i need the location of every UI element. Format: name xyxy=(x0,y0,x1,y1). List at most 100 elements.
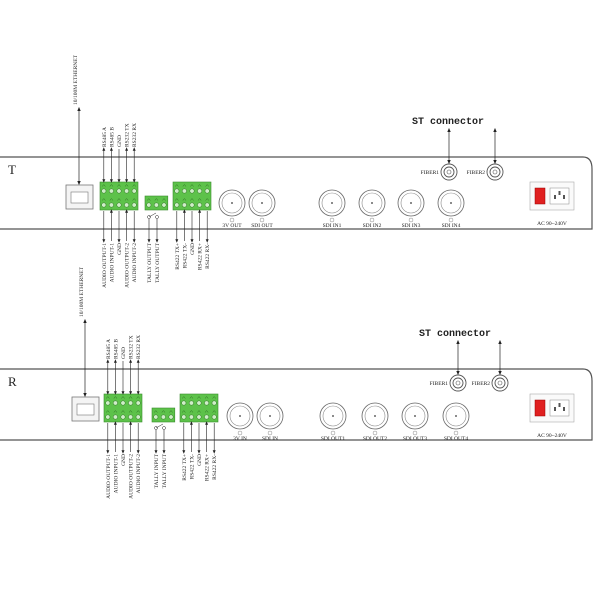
power-label: AC 90~240V xyxy=(537,433,567,439)
st-fiber-core xyxy=(446,169,452,175)
bnc-connector-ring xyxy=(404,405,426,427)
status-led xyxy=(259,217,265,223)
terminal-pin xyxy=(154,198,159,201)
st-fiber-ring xyxy=(489,166,501,178)
power-inlet-pin xyxy=(558,403,561,407)
terminal-pin xyxy=(182,198,187,201)
terminal-pin xyxy=(197,410,201,413)
terminal-pin xyxy=(147,198,151,201)
status-led xyxy=(448,217,454,223)
bnc-pin xyxy=(371,202,373,204)
terminal-screw xyxy=(188,400,194,406)
bnc-label: SDI OUT4 xyxy=(444,436,469,442)
terminal-screw xyxy=(128,400,134,406)
terminal-pin xyxy=(190,184,194,187)
terminal-label: AUDIO OUTPUT-1 xyxy=(106,454,112,499)
terminal-screw xyxy=(204,202,210,208)
bnc-pin xyxy=(331,202,333,204)
status-led xyxy=(412,430,418,436)
terminal-pin xyxy=(182,410,186,413)
bnc-connector-ring xyxy=(400,192,422,214)
terminal-pin xyxy=(197,184,202,187)
terminal-pin xyxy=(121,396,125,399)
bnc-label: SDI IN3 xyxy=(402,223,421,229)
terminal-pin xyxy=(102,198,106,201)
st-connector-label: ST connector xyxy=(412,117,484,128)
terminal-screw xyxy=(120,414,126,420)
terminal-pin xyxy=(136,396,140,399)
terminal-screw xyxy=(189,188,195,194)
st-fiber-connector xyxy=(486,163,504,181)
terminal-pin xyxy=(154,410,158,413)
st-fiber-ring xyxy=(452,377,464,389)
terminal-label: RS422 RX- xyxy=(205,243,211,269)
terminal-pin xyxy=(117,184,121,187)
terminal-screw xyxy=(124,202,130,208)
status-led xyxy=(237,430,243,436)
tally-label: TALLY OUTPUT xyxy=(147,242,153,283)
terminal-screw xyxy=(196,400,202,406)
terminal-screw xyxy=(135,414,141,420)
terminal-screw xyxy=(189,202,195,208)
terminal-label: RS485 B xyxy=(113,339,119,359)
st-fiber-core xyxy=(497,380,503,386)
terminal-pin xyxy=(197,198,202,201)
terminal-pin xyxy=(132,184,136,187)
bnc-connector-ring xyxy=(322,405,344,427)
terminal-pin xyxy=(204,410,209,413)
terminal-pin xyxy=(175,184,179,187)
terminal-label: RS485 A xyxy=(102,127,108,147)
terminal-screw xyxy=(188,414,194,420)
status-led xyxy=(267,430,273,436)
terminal-screw xyxy=(160,414,166,420)
terminal-screw xyxy=(181,202,187,208)
power-switch xyxy=(534,399,546,417)
terminal-screw xyxy=(153,414,159,420)
terminal-screw xyxy=(135,400,141,406)
bnc-connector-ring xyxy=(445,405,467,427)
terminal-screw xyxy=(105,414,111,420)
terminal-pin xyxy=(197,396,201,399)
bnc-label: SDI IN xyxy=(262,436,278,442)
status-led xyxy=(329,217,335,223)
bnc-pin xyxy=(261,202,263,204)
terminal-pin xyxy=(189,396,194,399)
terminal-label: GND xyxy=(117,243,123,255)
terminal-screw xyxy=(101,202,107,208)
terminal-pin xyxy=(106,410,110,413)
terminal-label: GND xyxy=(117,135,123,147)
terminal-pin xyxy=(136,410,140,413)
terminal-pin xyxy=(124,184,129,187)
terminal-pin xyxy=(121,410,125,413)
power-inlet-pin xyxy=(563,407,565,411)
tally-contact xyxy=(162,426,166,430)
terminal-label: AUDIO INPUT-1 xyxy=(109,243,115,283)
terminal-pin xyxy=(113,410,118,413)
terminal-label: GND xyxy=(190,243,196,255)
terminal-screw xyxy=(211,414,217,420)
terminal-label: RS422 RX+ xyxy=(205,454,211,481)
bnc-pin xyxy=(231,202,233,204)
terminal-label: GND xyxy=(121,347,127,359)
terminal-pin xyxy=(132,198,136,201)
status-led xyxy=(330,430,336,436)
terminal-pin xyxy=(204,396,209,399)
power-inlet-pin xyxy=(554,195,556,199)
bnc-pin xyxy=(410,202,412,204)
terminal-pin xyxy=(106,396,110,399)
power-label: AC 90~240V xyxy=(537,221,567,227)
fiber-label: FIBER2 xyxy=(467,170,486,176)
fiber-label: FIBER1 xyxy=(421,170,440,176)
terminal-screw xyxy=(181,188,187,194)
terminal-label: RS485 B xyxy=(109,127,115,147)
status-led xyxy=(229,217,235,223)
bnc-label: SDI OUT3 xyxy=(403,436,428,442)
status-led xyxy=(372,430,378,436)
terminal-label: AUDIO INPUT-2 xyxy=(136,454,142,494)
terminal-screw xyxy=(116,188,122,194)
terminal-label: RS232 RX xyxy=(132,123,138,147)
bnc-connector-ring xyxy=(361,192,383,214)
bnc-label: SDI IN2 xyxy=(363,223,382,229)
terminal-label: RS422 TX+ xyxy=(175,243,181,270)
panel-outline xyxy=(0,368,593,441)
